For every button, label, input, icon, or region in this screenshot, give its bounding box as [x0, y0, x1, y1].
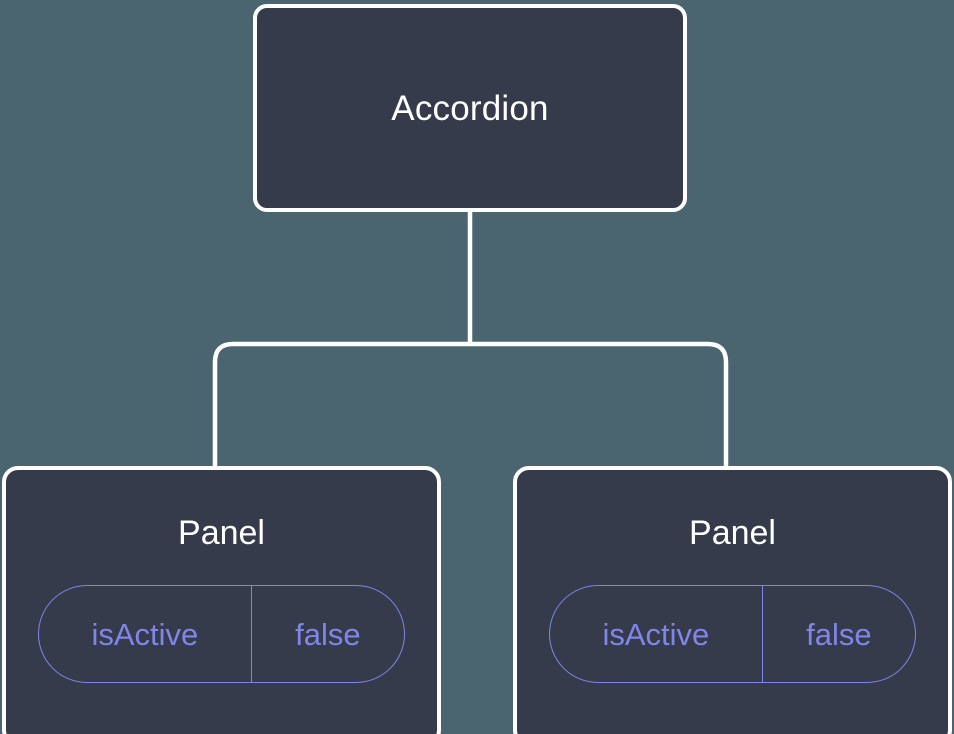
prop-value-2: false: [806, 616, 872, 652]
prop-key-1: isActive: [39, 586, 252, 682]
node-panel-2-label: Panel: [689, 514, 776, 552]
node-panel-2[interactable]: Panel isActive false: [513, 466, 952, 734]
edge-root-to-panel-1: [212, 341, 470, 470]
node-accordion-label: Accordion: [391, 88, 549, 128]
prop-badge-isactive-1[interactable]: isActive false: [38, 585, 405, 683]
prop-badge-isactive-2[interactable]: isActive false: [549, 585, 916, 683]
prop-key-2: isActive: [550, 586, 763, 682]
node-accordion[interactable]: Accordion: [253, 4, 687, 212]
node-panel-1[interactable]: Panel isActive false: [2, 466, 441, 734]
edge-root-to-panel-2: [470, 341, 729, 470]
node-panel-1-label: Panel: [178, 514, 265, 552]
prop-value-1: false: [295, 616, 361, 652]
